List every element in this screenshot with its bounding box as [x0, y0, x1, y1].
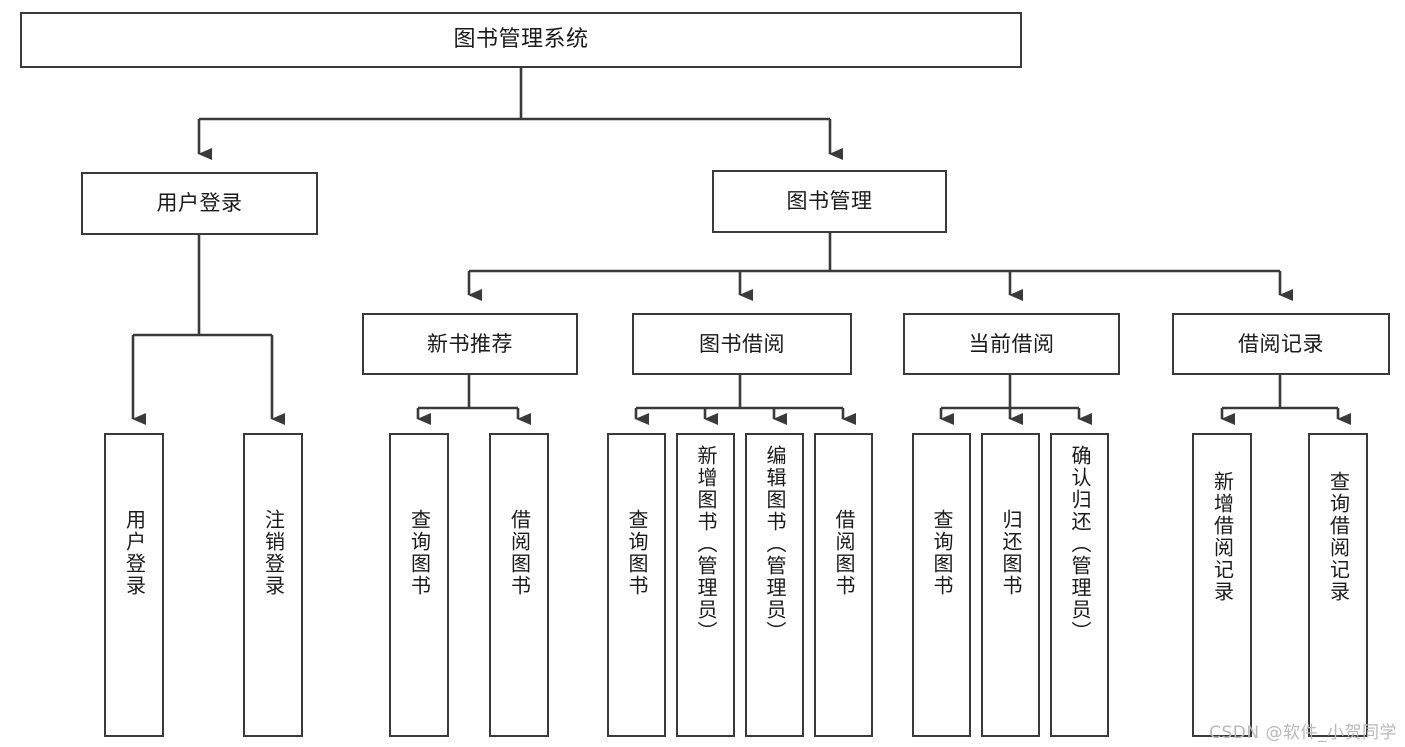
node-leaf-borrow-borrow-book[interactable]: 借阅图书 [814, 433, 873, 737]
node-leaf-newbook-query-book-label: 查询图书 [407, 509, 432, 597]
node-leaf-newbook-query-book[interactable]: 查询图书 [389, 433, 449, 737]
node-leaf-borrow-query-book-label: 查询图书 [625, 509, 649, 597]
node-leaf-borrow-add-book-label: 新增图书（管理员） [694, 445, 718, 643]
node-leaf-newbook-borrow-book[interactable]: 借阅图书 [489, 433, 549, 737]
node-leaf-newbook-borrow-book-label: 借阅图书 [507, 509, 532, 597]
node-leaf-record-add-record-label: 新增借阅记录 [1210, 471, 1235, 603]
node-leaf-current-confirm-return[interactable]: 确认归还（管理员） [1050, 433, 1109, 737]
node-leaf-record-query-record[interactable]: 查询借阅记录 [1308, 433, 1368, 737]
node-leaf-borrow-edit-book[interactable]: 编辑图书（管理员） [745, 433, 804, 737]
node-leaf-borrow-edit-book-label: 编辑图书（管理员） [763, 445, 787, 643]
node-new-book-recommend[interactable]: 新书推荐 [362, 313, 578, 375]
node-user-login[interactable]: 用户登录 [81, 172, 318, 235]
node-current-borrow-label: 当前借阅 [968, 331, 1055, 356]
node-root-system[interactable]: 图书管理系统 [20, 12, 1022, 68]
node-leaf-record-query-record-label: 查询借阅记录 [1326, 471, 1351, 603]
node-root-system-label: 图书管理系统 [453, 27, 589, 53]
node-leaf-current-query-book[interactable]: 查询图书 [912, 433, 971, 737]
node-leaf-logout-label: 注销登录 [261, 509, 286, 597]
node-book-borrow[interactable]: 图书借阅 [632, 313, 852, 375]
node-leaf-user-login[interactable]: 用户登录 [104, 433, 164, 737]
node-leaf-logout[interactable]: 注销登录 [243, 433, 303, 737]
node-book-borrow-label: 图书借阅 [699, 331, 785, 356]
node-leaf-record-add-record[interactable]: 新增借阅记录 [1192, 433, 1252, 737]
node-leaf-current-return-book-label: 归还图书 [999, 509, 1023, 597]
node-borrow-record[interactable]: 借阅记录 [1172, 313, 1390, 375]
node-leaf-borrow-query-book[interactable]: 查询图书 [607, 433, 666, 737]
node-user-login-label: 用户登录 [156, 191, 243, 216]
node-leaf-borrow-borrow-book-label: 借阅图书 [832, 509, 856, 597]
node-book-management[interactable]: 图书管理 [712, 170, 947, 233]
node-leaf-current-query-book-label: 查询图书 [930, 509, 954, 597]
node-leaf-current-confirm-return-label: 确认归还（管理员） [1068, 445, 1092, 643]
node-book-management-label: 图书管理 [786, 189, 873, 214]
node-leaf-current-return-book[interactable]: 归还图书 [981, 433, 1040, 737]
node-leaf-borrow-add-book[interactable]: 新增图书（管理员） [676, 433, 735, 737]
node-leaf-user-login-label: 用户登录 [122, 509, 147, 597]
node-current-borrow[interactable]: 当前借阅 [903, 313, 1120, 375]
node-new-book-recommend-label: 新书推荐 [427, 331, 513, 356]
node-borrow-record-label: 借阅记录 [1238, 331, 1324, 356]
